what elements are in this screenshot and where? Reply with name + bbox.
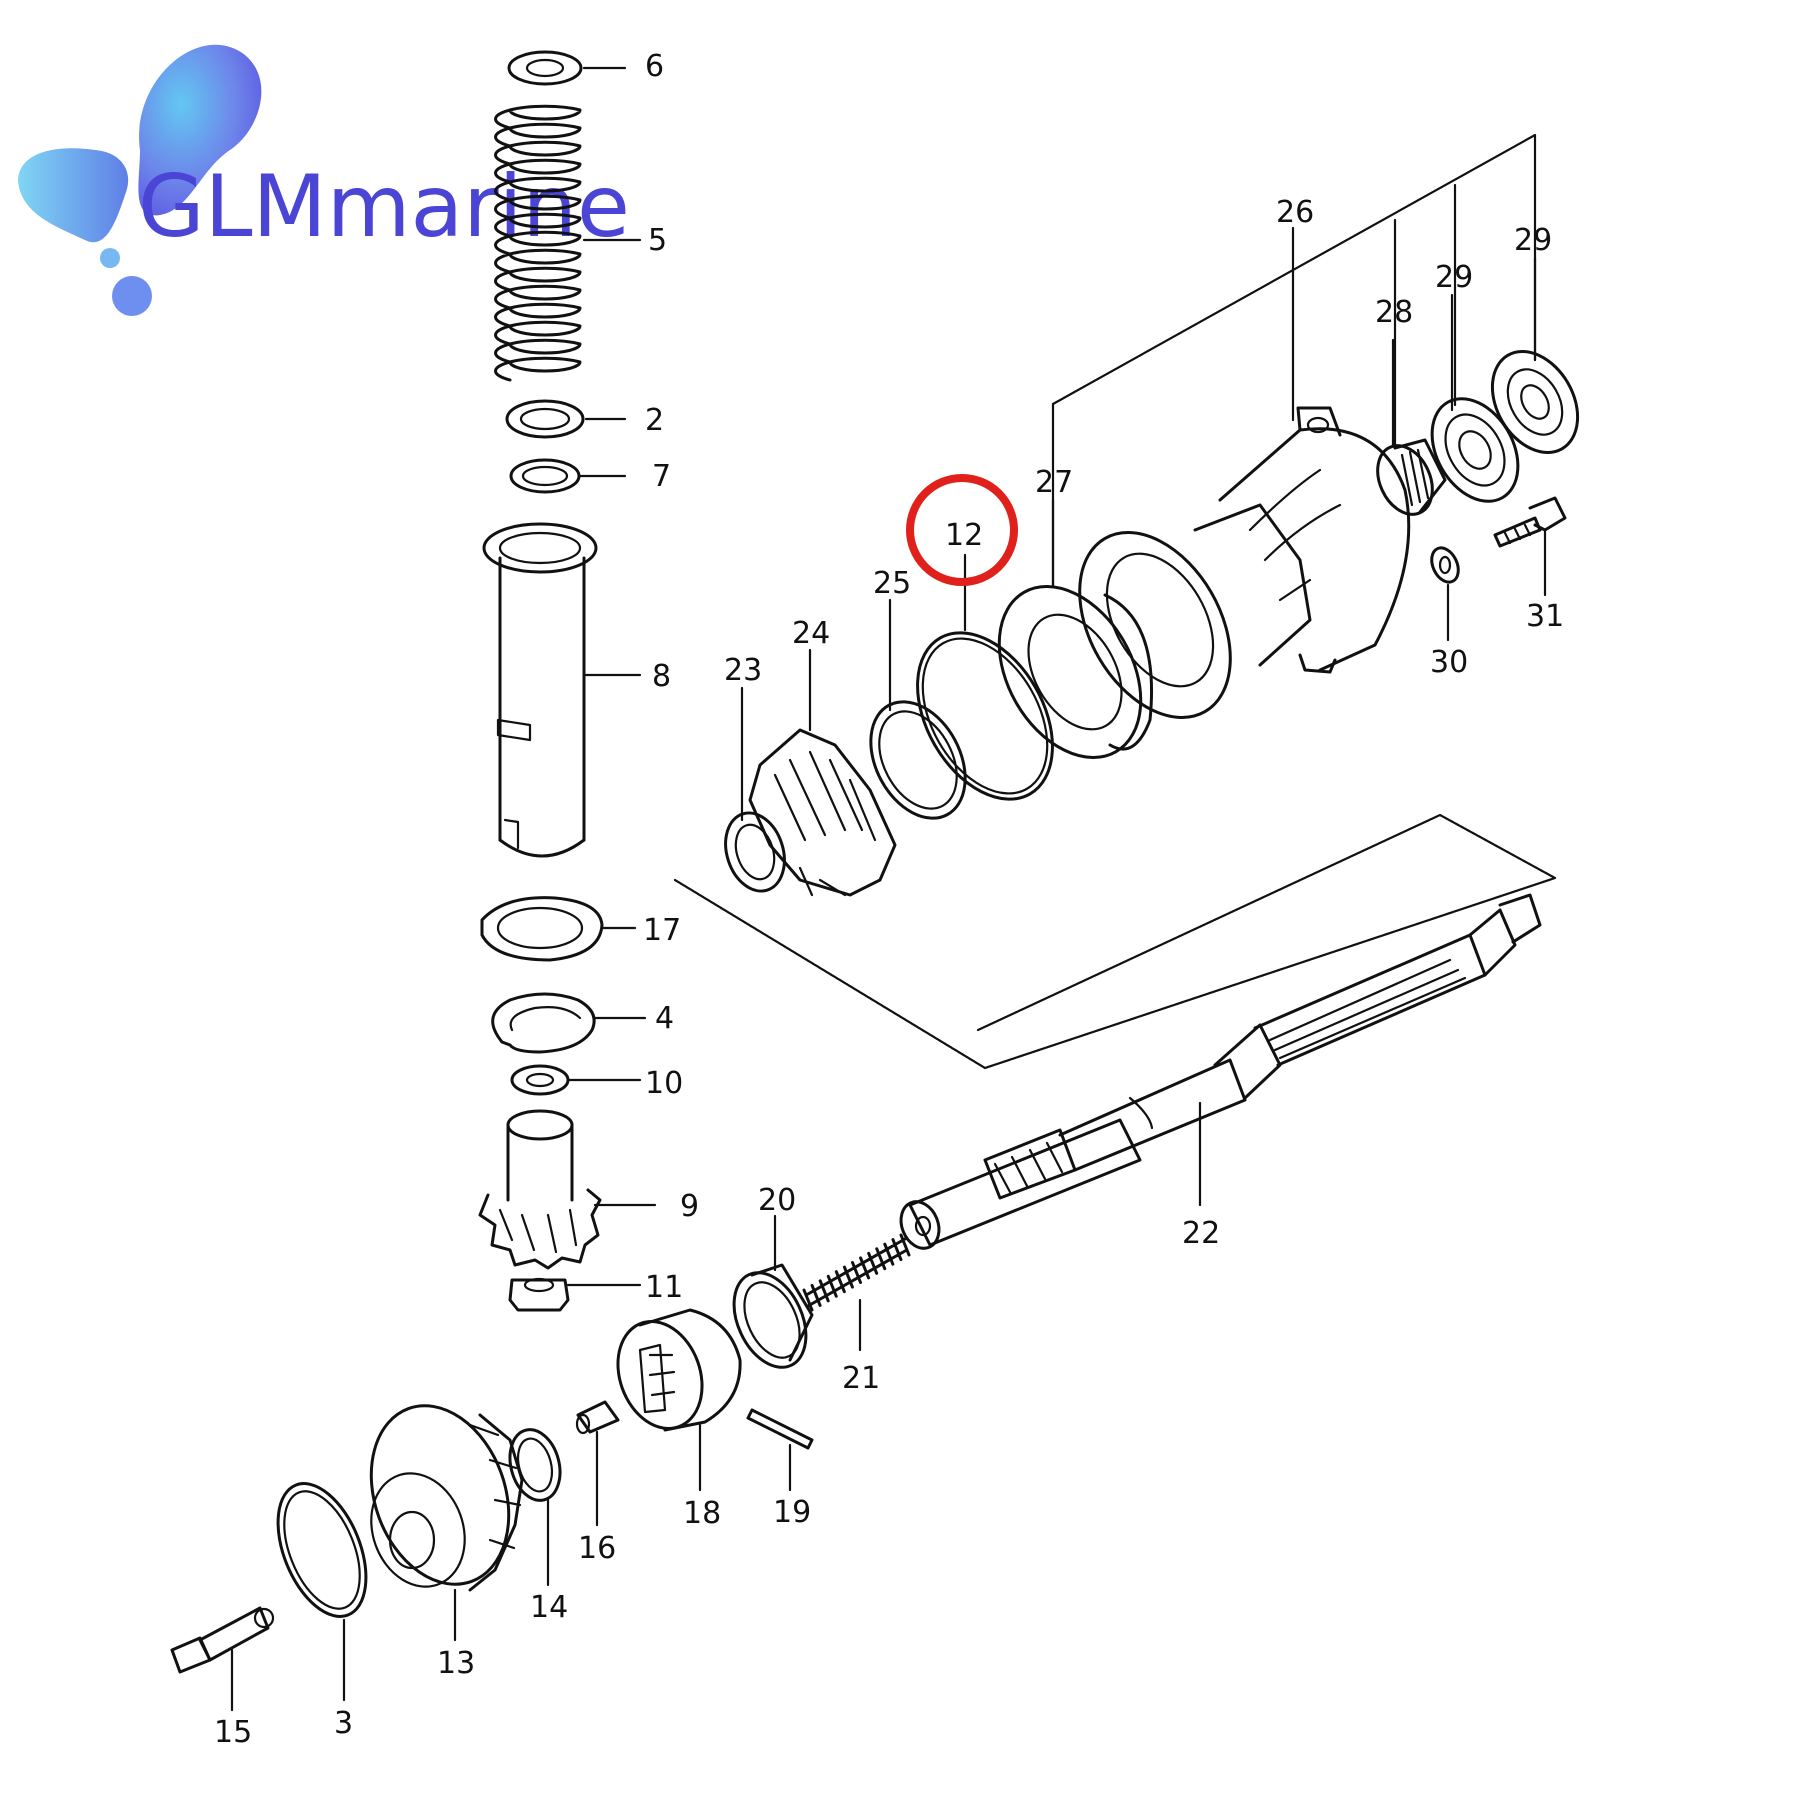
callout-4: 4: [655, 1001, 674, 1036]
part-3-shim: [276, 1482, 368, 1618]
part-14-shim: [508, 1428, 562, 1502]
callout-22: 22: [1182, 1216, 1220, 1251]
callout-30: 30: [1430, 645, 1468, 680]
callout-27: 27: [1035, 465, 1073, 500]
callout-20: 20: [758, 1183, 796, 1218]
part-26-housing: [1078, 406, 1411, 719]
brand-logo: GLMmarine: [18, 44, 630, 316]
part-19-pin: [746, 1408, 814, 1450]
callout-28: 28: [1375, 295, 1413, 330]
highlight-circle-part-12: [906, 474, 1018, 586]
assembly-bracket-lines: [673, 813, 1557, 1070]
part-25-shim: [869, 700, 967, 820]
part-20-bushing: [732, 1263, 814, 1369]
callout-15: 15: [214, 1715, 252, 1750]
callout-13: 13: [437, 1646, 475, 1681]
callout-7: 7: [652, 459, 671, 494]
leader-lines: [230, 66, 1547, 1712]
callout-9: 9: [680, 1189, 699, 1224]
part-8-sleeve: [482, 522, 598, 858]
part-23-washer: [724, 811, 786, 893]
part-5-spring: [494, 104, 582, 382]
part-28-needle-bearing: [1376, 438, 1447, 516]
callout-16: 16: [578, 1531, 616, 1566]
part-18-clutch-dog: [616, 1308, 742, 1432]
callout-11: 11: [645, 1270, 683, 1305]
part-30-lock-washer: [1430, 546, 1460, 584]
part-29-oil-seal-b: [1490, 350, 1580, 454]
part-7-clip: [509, 458, 581, 494]
part-4-snap-ring: [491, 992, 596, 1054]
part-17-plate: [480, 896, 604, 962]
part-9-pinion-gear: [478, 1109, 602, 1270]
part-12-o-ring: [916, 631, 1054, 801]
callout-19: 19: [773, 1495, 811, 1530]
callout-17: 17: [643, 913, 681, 948]
callout-labels: 6 5 2 7 8 17 4 10 9 11 20 21 22 12 25 24…: [214, 49, 1564, 1750]
logo-blob-icon: [18, 44, 262, 316]
part-31-bolt: [1493, 496, 1567, 548]
callout-8: 8: [652, 659, 671, 694]
callout-12: 12: [945, 518, 983, 553]
callout-5: 5: [648, 223, 667, 258]
callout-29-upper: 29: [1514, 223, 1552, 258]
callout-3: 3: [334, 1706, 353, 1741]
part-13-reverse-gear: [369, 1404, 524, 1592]
part-11-nut: [508, 1277, 570, 1312]
part-15-push-rod: [170, 1606, 275, 1674]
part-21-spring: [802, 1233, 911, 1312]
callout-21: 21: [842, 1361, 880, 1396]
callout-2: 2: [645, 403, 664, 438]
callout-14: 14: [530, 1590, 568, 1625]
callout-26: 26: [1276, 195, 1314, 230]
callout-23: 23: [724, 653, 762, 688]
callout-29-lower: 29: [1435, 260, 1473, 295]
callout-24: 24: [792, 616, 830, 651]
callout-18: 18: [683, 1496, 721, 1531]
callout-25: 25: [873, 566, 911, 601]
part-27-bearing: [997, 585, 1154, 759]
part-2-washer: [505, 399, 585, 439]
callout-31: 31: [1526, 599, 1564, 634]
part-10-washer: [510, 1064, 570, 1096]
part-16-plunger: [575, 1400, 620, 1435]
callout-10: 10: [645, 1066, 683, 1101]
part-6-washer: [507, 50, 583, 86]
part-22-propeller-shaft: [899, 893, 1542, 1250]
callout-6: 6: [645, 49, 664, 84]
part-24-bevel-gear: [748, 728, 897, 897]
